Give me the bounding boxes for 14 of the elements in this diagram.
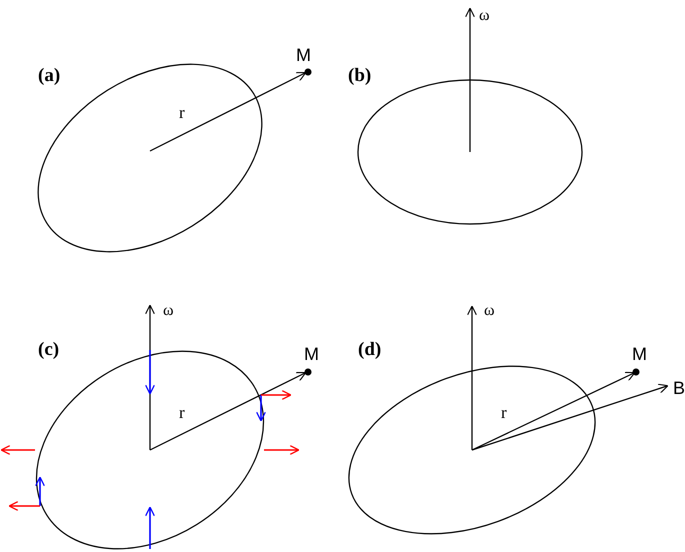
panel-label: (b) [348,66,372,85]
point-label: M [632,345,647,363]
vector-label: r [179,404,185,421]
panel-label: (c) [38,340,60,359]
vector-label: ω [479,8,490,24]
vector-label: r [179,104,185,121]
vector-label: B [673,379,685,397]
vector-label: ω [484,303,495,319]
vector-label: r [501,404,507,421]
panel-label: (a) [38,66,60,85]
vector-label: ω [163,303,174,319]
point-label: M [304,345,319,363]
point-label: M [296,46,311,64]
panel-label: (d) [358,340,382,359]
